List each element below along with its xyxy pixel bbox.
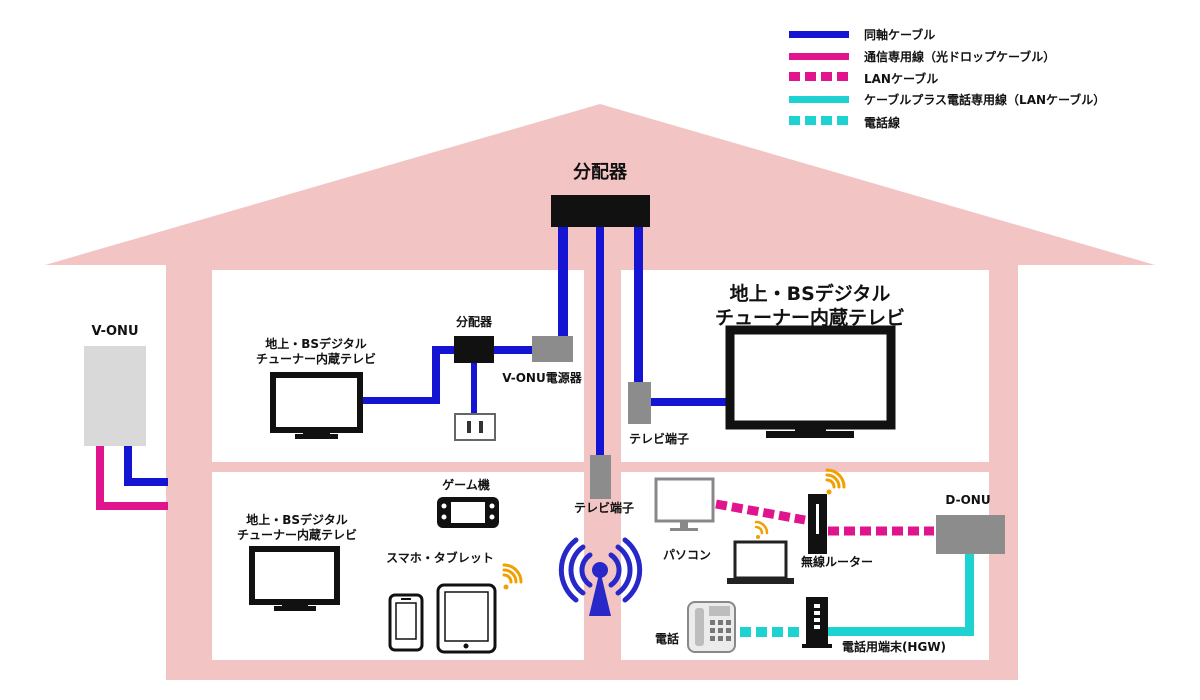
coax-power-to-splitter xyxy=(494,346,532,354)
v-onu-box xyxy=(84,346,146,446)
coax-v-onu-horizontal xyxy=(124,478,168,486)
room2-tv-icon xyxy=(725,325,896,438)
coax-to-room2-tv xyxy=(651,398,729,406)
v-onu-power-box xyxy=(532,336,573,362)
room3-tv-label: 地上・BSデジタル チューナー内蔵テレビ xyxy=(237,513,357,543)
coax-splitter-to-outlet xyxy=(471,362,477,414)
laptop-icon xyxy=(727,540,794,584)
hgw-terminal-icon xyxy=(802,597,832,648)
room1-splitter-box xyxy=(454,336,494,363)
laptop-wifi-icon xyxy=(754,520,769,539)
coax-v-onu-vertical xyxy=(124,446,132,486)
v-onu-power-label: V-ONU電源器 xyxy=(502,371,582,385)
legend-label-lan: LANケーブル xyxy=(864,72,939,86)
game-console-label: ゲーム機 xyxy=(442,478,490,492)
room3-tv-label-line2: チューナー内蔵テレビ xyxy=(236,528,358,542)
legend-label-coax: 同軸ケーブル xyxy=(864,28,936,42)
fiber-cable xyxy=(96,446,168,510)
cable-plus-horizontal xyxy=(828,627,974,636)
room1-tv-label: 地上・BSデジタル チューナー内蔵テレビ xyxy=(256,337,376,367)
router-icon xyxy=(808,494,827,554)
legend-label-cable-plus: ケーブルプラス電話専用線（LANケーブル） xyxy=(864,93,1106,107)
pc-label: パソコン xyxy=(662,548,712,562)
pc-monitor-icon xyxy=(654,477,715,531)
legend-label-phone-line: 電話線 xyxy=(864,116,901,130)
power-outlet-icon xyxy=(454,413,496,441)
wireless-antenna-icon xyxy=(558,537,643,616)
legend xyxy=(789,31,849,125)
legend-swatch-coax xyxy=(789,31,849,38)
main-splitter-label: 分配器 xyxy=(573,162,627,183)
coax-cables xyxy=(124,226,729,486)
room1-splitter-label: 分配器 xyxy=(455,315,493,329)
legend-swatch-cable-plus xyxy=(789,96,849,103)
coax-to-room2 xyxy=(634,226,643,386)
coax-splitter-left xyxy=(432,346,456,354)
phone-cables xyxy=(740,554,974,637)
coax-to-room1 xyxy=(558,226,568,340)
cable-plus-vertical xyxy=(965,554,974,636)
room2-tv-label: 地上・BSデジタル チューナー内蔵テレビ xyxy=(715,282,905,330)
legend-label-fiber: 通信専用線（光ドロップケーブル） xyxy=(864,50,1056,64)
room1-tv-label-line2: チューナー内蔵テレビ xyxy=(255,352,377,366)
room2-tv-label-line1: 地上・BSデジタル xyxy=(729,283,891,305)
router-label: 無線ルーター xyxy=(800,555,874,569)
room2-tv-label-line2: チューナー内蔵テレビ xyxy=(714,307,906,329)
room3-tv-label-line1: 地上・BSデジタル xyxy=(246,513,348,527)
legend-swatch-fiber xyxy=(789,53,849,60)
room1-tv-label-line1: 地上・BSデジタル xyxy=(265,337,367,351)
main-splitter-box xyxy=(551,195,650,227)
room2-outlet-label: テレビ端子 xyxy=(628,432,690,446)
router-wifi-icon xyxy=(825,468,846,495)
tablet-icon xyxy=(436,583,497,654)
d-onu-label: D-ONU xyxy=(945,493,991,507)
hgw-label: 電話用端末(HGW) xyxy=(841,640,947,654)
house-roof xyxy=(45,104,1155,265)
coax-to-room4 xyxy=(596,226,604,458)
phone-label: 電話 xyxy=(654,632,680,646)
coax-splitter-down xyxy=(432,346,440,404)
fiber-vertical xyxy=(96,446,104,510)
room4-outlet-label: テレビ端子 xyxy=(573,501,635,515)
smartphone-icon xyxy=(388,593,424,652)
room4-outlet-box xyxy=(590,455,611,499)
v-onu-label: V-ONU xyxy=(91,324,139,339)
fiber-horizontal xyxy=(96,502,168,510)
game-console-icon xyxy=(437,497,499,528)
telephone-icon xyxy=(687,601,736,653)
room2-outlet-box xyxy=(628,382,651,424)
d-onu-box xyxy=(936,515,1005,554)
coax-to-room1-tv xyxy=(362,397,440,404)
smartphone-tablet-label: スマホ・タブレット xyxy=(386,551,494,565)
room3-tv-icon xyxy=(249,546,340,611)
room1-tv-icon xyxy=(270,372,363,439)
wifi-icon xyxy=(502,563,523,590)
lan-cables xyxy=(715,499,934,536)
